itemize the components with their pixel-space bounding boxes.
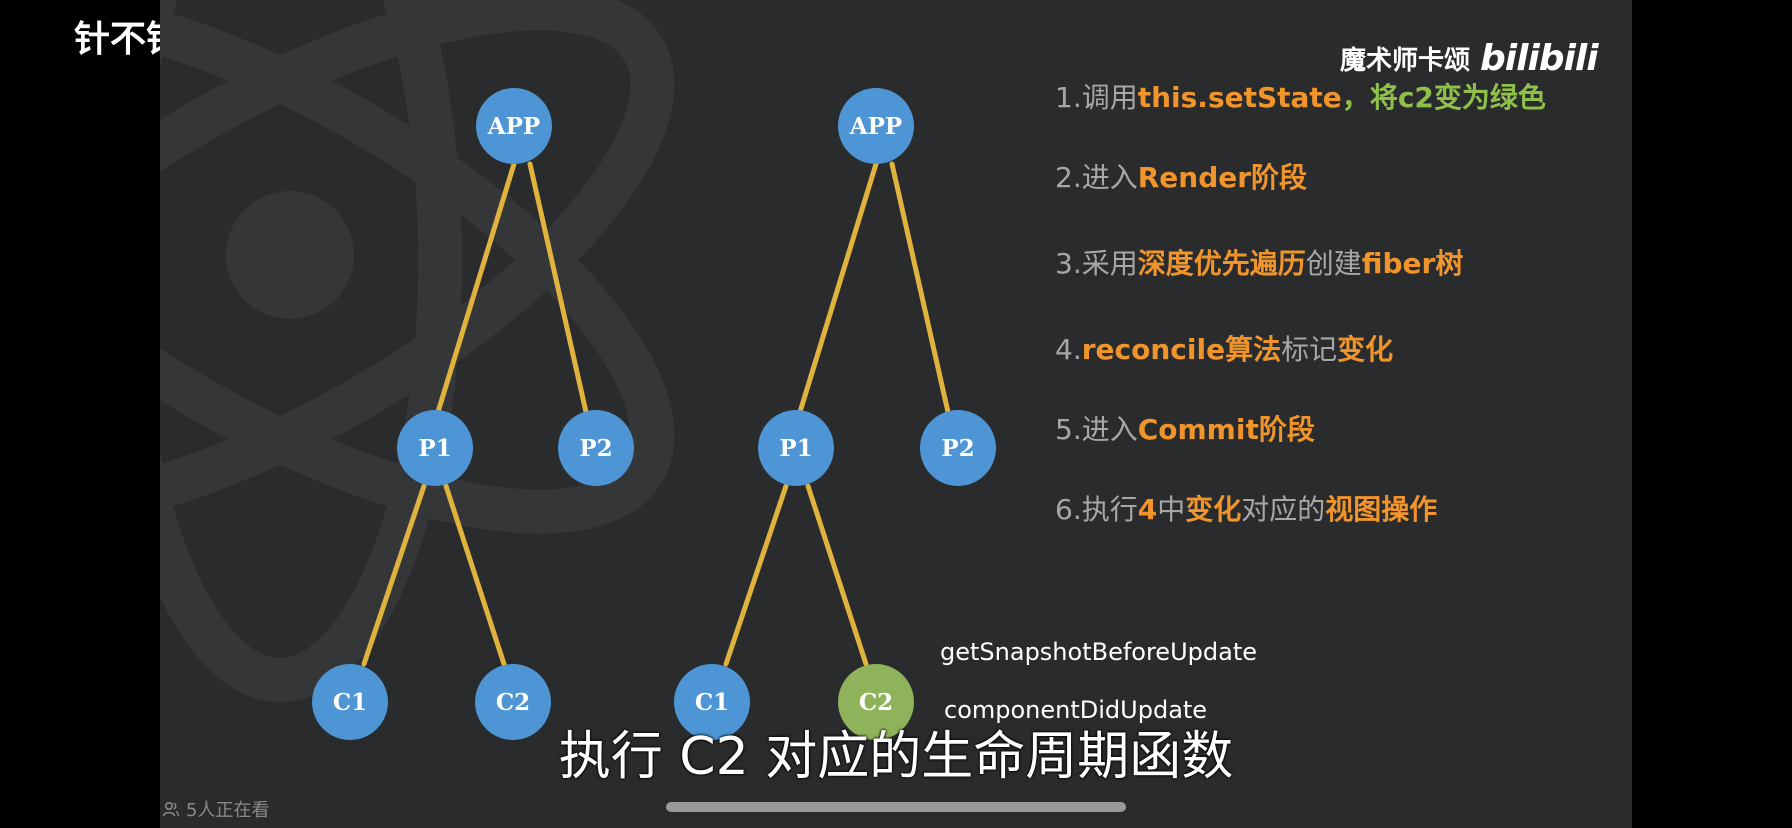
edge-right-app-p1 — [797, 161, 879, 415]
node-left-c2 — [475, 664, 551, 740]
edge-right-p1-c1 — [723, 483, 789, 667]
node-left-c2-label: C2 — [496, 689, 530, 716]
watermark-author: 魔术师卡颂 — [1340, 46, 1471, 76]
node-left-app-label: APP — [487, 113, 540, 140]
node-right-p1 — [758, 410, 834, 486]
right-tree: APP P1 P2 C1 C2 — [674, 88, 996, 740]
node-right-app-label: APP — [849, 113, 902, 140]
react-logo-icon — [160, 0, 675, 702]
node-right-p2 — [920, 410, 996, 486]
node-left-p1-label: P1 — [418, 435, 451, 462]
edge-left-p1-c2 — [443, 483, 507, 667]
edge-left-app-p1 — [435, 161, 517, 415]
node-right-c1-label: C1 — [695, 689, 729, 716]
node-left-p2-label: P2 — [579, 435, 612, 462]
step-4: 4.reconcile算法标记变化 — [1055, 333, 1394, 366]
step-6: 6.执行4中变化对应的视图操作 — [1055, 493, 1438, 526]
edge-right-p1-c2 — [805, 483, 869, 667]
subtitle-caption: 执行 C2 对应的生命周期函数 — [558, 727, 1234, 787]
step-1: 1.调用this.setState，将c2变为绿色 — [1055, 81, 1546, 114]
edge-right-app-p2 — [889, 161, 951, 415]
home-indicator-progress[interactable] — [666, 802, 1126, 812]
lifecycle-did-update: componentDidUpdate — [944, 696, 1208, 724]
node-right-p1-label: P1 — [779, 435, 812, 462]
viewer-count-text: 5人正在看 — [186, 800, 270, 821]
step-5: 5.进入Commit阶段 — [1055, 413, 1315, 446]
node-right-c1 — [674, 664, 750, 740]
node-left-p2 — [558, 410, 634, 486]
step-2: 2.进入Render阶段 — [1055, 161, 1308, 194]
node-left-p1 — [397, 410, 473, 486]
edge-left-p1-c1 — [361, 483, 427, 667]
step-3: 3.采用深度优先遍历创建fiber树 — [1055, 247, 1464, 280]
node-left-c1-label: C1 — [333, 689, 367, 716]
left-tree: APP P1 P2 C1 C2 — [312, 88, 634, 740]
node-left-app — [476, 88, 552, 164]
bilibili-logo: bilibili — [1480, 38, 1599, 79]
lifecycle-get-snapshot: getSnapshotBeforeUpdate — [940, 638, 1257, 666]
viewer-count: 5人正在看 — [162, 796, 269, 822]
node-right-c2-label: C2 — [859, 689, 893, 716]
node-left-c1 — [312, 664, 388, 740]
watermark: 魔术师卡颂 bilibili — [1340, 38, 1599, 79]
video-frame[interactable]: APP P1 P2 C1 C2 APP P1 P2 C1 C2 getSnaps… — [160, 0, 1632, 828]
node-right-c2 — [838, 664, 914, 740]
node-right-p2-label: P2 — [941, 435, 974, 462]
node-right-app — [838, 88, 914, 164]
edge-left-app-p2 — [527, 161, 589, 415]
fiber-tree-diagram: APP P1 P2 C1 C2 APP P1 P2 C1 C2 — [312, 88, 996, 740]
people-icon — [162, 801, 180, 817]
